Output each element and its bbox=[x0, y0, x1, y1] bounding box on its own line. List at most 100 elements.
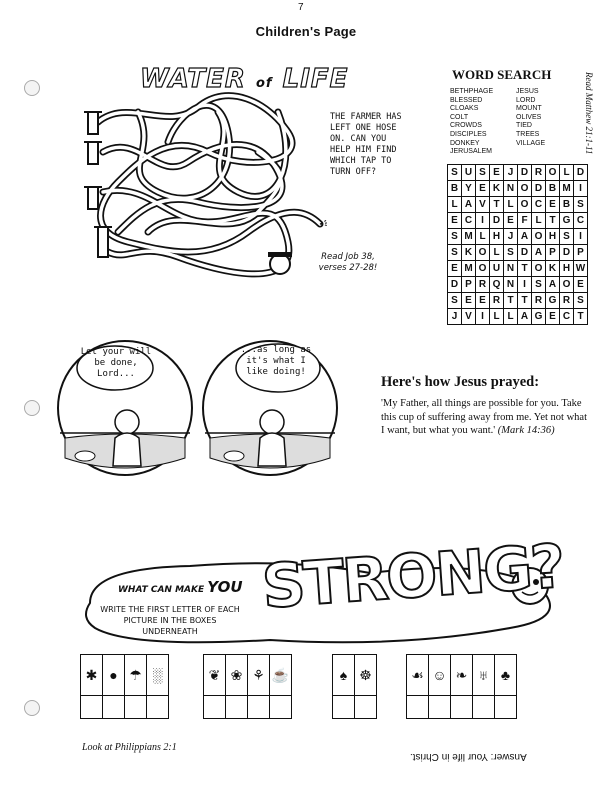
grid-letter[interactable]: D bbox=[517, 244, 532, 261]
grid-letter[interactable]: M bbox=[461, 260, 476, 277]
grid-letter[interactable]: C bbox=[573, 212, 588, 229]
grid-letter[interactable]: S bbox=[447, 244, 462, 261]
grid-letter[interactable]: O bbox=[531, 260, 546, 277]
answer-box[interactable] bbox=[247, 695, 270, 719]
grid-letter[interactable]: S bbox=[531, 276, 546, 293]
grid-letter[interactable]: F bbox=[517, 212, 532, 229]
grid-letter[interactable]: O bbox=[517, 196, 532, 213]
grid-letter[interactable]: T bbox=[573, 308, 588, 325]
grid-letter[interactable]: H bbox=[489, 228, 504, 245]
grid-letter[interactable]: C bbox=[559, 308, 574, 325]
grid-letter[interactable]: R bbox=[475, 276, 490, 293]
grid-letter[interactable]: E bbox=[475, 180, 490, 197]
answer-box[interactable] bbox=[203, 695, 226, 719]
grid-letter[interactable]: K bbox=[489, 180, 504, 197]
grid-letter[interactable]: D bbox=[489, 212, 504, 229]
answer-box[interactable] bbox=[269, 695, 292, 719]
grid-letter[interactable]: T bbox=[489, 196, 504, 213]
grid-letter[interactable]: L bbox=[503, 308, 518, 325]
grid-letter[interactable]: V bbox=[461, 308, 476, 325]
grid-letter[interactable]: M bbox=[461, 228, 476, 245]
answer-box[interactable] bbox=[124, 695, 147, 719]
grid-letter[interactable]: E bbox=[447, 260, 462, 277]
grid-letter[interactable]: L bbox=[475, 228, 490, 245]
grid-letter[interactable]: B bbox=[559, 196, 574, 213]
grid-letter[interactable]: E bbox=[573, 276, 588, 293]
grid-letter[interactable]: D bbox=[559, 244, 574, 261]
grid-letter[interactable]: C bbox=[461, 212, 476, 229]
grid-letter[interactable]: N bbox=[503, 260, 518, 277]
grid-letter[interactable]: S bbox=[559, 228, 574, 245]
grid-letter[interactable]: V bbox=[475, 196, 490, 213]
answer-box[interactable] bbox=[146, 695, 169, 719]
answer-box[interactable] bbox=[225, 695, 248, 719]
grid-letter[interactable]: B bbox=[447, 180, 462, 197]
grid-letter[interactable]: L bbox=[447, 196, 462, 213]
grid-letter[interactable]: E bbox=[447, 212, 462, 229]
grid-letter[interactable]: A bbox=[545, 276, 560, 293]
grid-letter[interactable]: A bbox=[517, 308, 532, 325]
grid-letter[interactable]: I bbox=[517, 276, 532, 293]
answer-box[interactable] bbox=[406, 695, 429, 719]
grid-letter[interactable]: J bbox=[503, 228, 518, 245]
grid-letter[interactable]: I bbox=[475, 308, 490, 325]
grid-letter[interactable]: S bbox=[447, 164, 462, 181]
grid-letter[interactable]: A bbox=[531, 244, 546, 261]
grid-letter[interactable]: D bbox=[447, 276, 462, 293]
answer-box[interactable] bbox=[354, 695, 377, 719]
grid-letter[interactable]: E bbox=[545, 196, 560, 213]
grid-letter[interactable]: I bbox=[573, 180, 588, 197]
grid-letter[interactable]: E bbox=[545, 308, 560, 325]
grid-letter[interactable]: O bbox=[545, 164, 560, 181]
grid-letter[interactable]: O bbox=[531, 228, 546, 245]
grid-letter[interactable]: R bbox=[531, 292, 546, 309]
grid-letter[interactable]: J bbox=[503, 164, 518, 181]
grid-letter[interactable]: E bbox=[461, 292, 476, 309]
grid-letter[interactable]: R bbox=[531, 164, 546, 181]
grid-letter[interactable]: M bbox=[559, 180, 574, 197]
answer-box[interactable] bbox=[450, 695, 473, 719]
grid-letter[interactable]: K bbox=[461, 244, 476, 261]
grid-letter[interactable]: S bbox=[503, 244, 518, 261]
grid-letter[interactable]: G bbox=[531, 308, 546, 325]
grid-letter[interactable]: G bbox=[559, 212, 574, 229]
grid-letter[interactable]: L bbox=[503, 196, 518, 213]
answer-box[interactable] bbox=[428, 695, 451, 719]
grid-letter[interactable]: I bbox=[475, 212, 490, 229]
grid-letter[interactable]: U bbox=[461, 164, 476, 181]
grid-letter[interactable]: D bbox=[531, 180, 546, 197]
answer-box[interactable] bbox=[494, 695, 517, 719]
grid-letter[interactable]: I bbox=[573, 228, 588, 245]
grid-letter[interactable]: O bbox=[559, 276, 574, 293]
answer-box[interactable] bbox=[332, 695, 355, 719]
grid-letter[interactable]: Q bbox=[489, 276, 504, 293]
grid-letter[interactable]: A bbox=[517, 228, 532, 245]
grid-letter[interactable]: S bbox=[447, 228, 462, 245]
grid-letter[interactable]: T bbox=[517, 260, 532, 277]
grid-letter[interactable]: S bbox=[573, 196, 588, 213]
grid-letter[interactable]: R bbox=[489, 292, 504, 309]
answer-box[interactable] bbox=[102, 695, 125, 719]
grid-letter[interactable]: N bbox=[503, 276, 518, 293]
grid-letter[interactable]: G bbox=[545, 292, 560, 309]
grid-letter[interactable]: P bbox=[573, 244, 588, 261]
grid-letter[interactable]: S bbox=[573, 292, 588, 309]
grid-letter[interactable]: L bbox=[531, 212, 546, 229]
answer-box[interactable] bbox=[80, 695, 103, 719]
grid-letter[interactable]: E bbox=[489, 164, 504, 181]
grid-letter[interactable]: O bbox=[517, 180, 532, 197]
grid-letter[interactable]: E bbox=[503, 212, 518, 229]
grid-letter[interactable]: O bbox=[475, 244, 490, 261]
grid-letter[interactable]: W bbox=[573, 260, 588, 277]
grid-letter[interactable]: J bbox=[447, 308, 462, 325]
grid-letter[interactable]: K bbox=[545, 260, 560, 277]
grid-letter[interactable]: H bbox=[559, 260, 574, 277]
grid-letter[interactable]: Y bbox=[461, 180, 476, 197]
grid-letter[interactable]: T bbox=[503, 292, 518, 309]
grid-letter[interactable]: L bbox=[489, 244, 504, 261]
grid-letter[interactable]: T bbox=[545, 212, 560, 229]
answer-box[interactable] bbox=[472, 695, 495, 719]
grid-letter[interactable]: D bbox=[573, 164, 588, 181]
grid-letter[interactable]: P bbox=[545, 244, 560, 261]
grid-letter[interactable]: E bbox=[475, 292, 490, 309]
